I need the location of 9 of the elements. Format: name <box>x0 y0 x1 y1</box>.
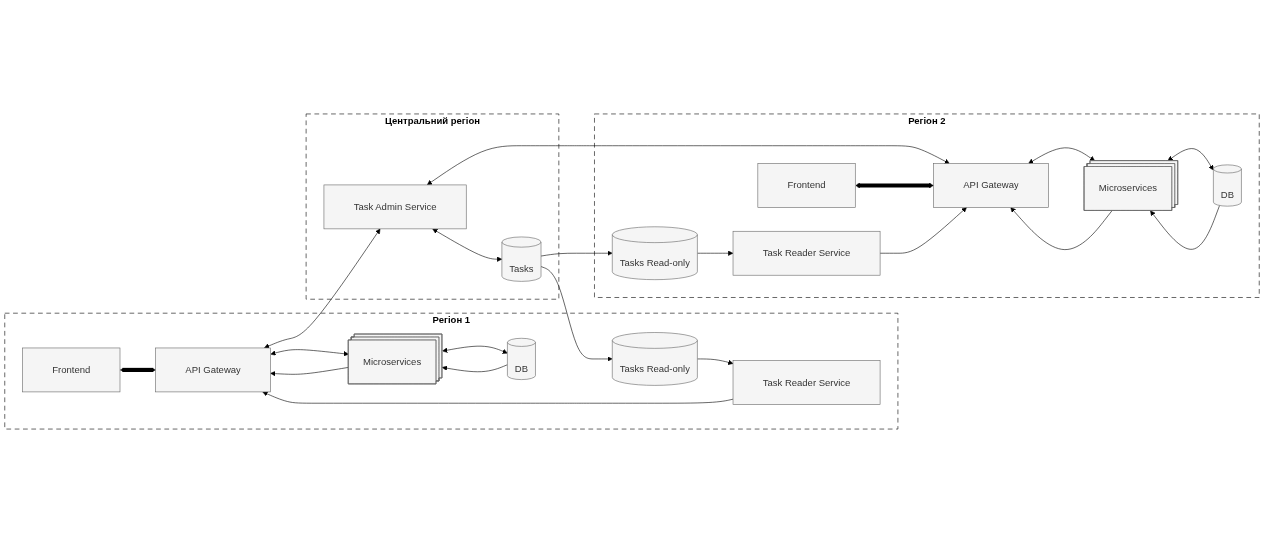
node-box: Frontend <box>22 347 121 393</box>
node-box: API Gateway <box>155 347 271 393</box>
node-box: Frontend <box>757 163 856 208</box>
arrow <box>855 182 934 189</box>
node-box: API Gateway <box>933 163 1049 208</box>
node-box: Task Reader Service <box>732 360 881 405</box>
node-box: Task Admin Service <box>323 184 467 230</box>
node-box: Task Reader Service <box>732 230 881 276</box>
arrow <box>120 367 156 373</box>
